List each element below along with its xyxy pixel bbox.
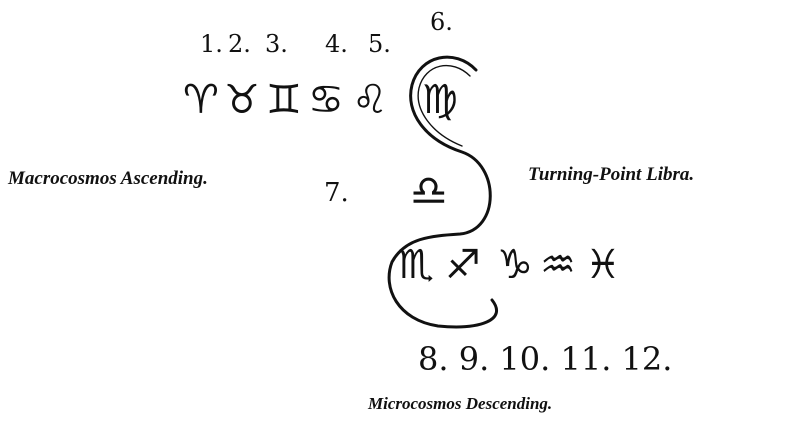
s-curve-path (387, 55, 499, 329)
cancer-sign: ♋ (308, 77, 344, 123)
number-5: 5. (368, 30, 391, 58)
aries-sign: ♈ (183, 77, 219, 123)
number-6: 6. (430, 8, 453, 36)
sagittarius-sign: ♐ (445, 242, 481, 288)
number-3: 3. (265, 30, 288, 58)
s-curve-inner-path (417, 64, 471, 147)
scorpio-sign: ♏ (398, 242, 434, 288)
gemini-sign: ♊ (266, 77, 302, 123)
capricorn-sign: ♑ (497, 242, 533, 288)
number-7: 7. (324, 178, 349, 208)
number-1: 1. (200, 30, 223, 58)
leo-sign: ♌ (352, 77, 388, 123)
libra-sign: ♎ (410, 166, 448, 215)
numbers-8-to-12: 8. 9. 10. 11. 12. (418, 340, 673, 378)
pisces-sign: ♓ (585, 242, 621, 288)
number-2: 2. (228, 30, 251, 58)
label-microcosmos-descending: Microcosmos Descending. (368, 394, 553, 413)
label-macrocosmos-ascending: Macrocosmos Ascending. (8, 168, 208, 189)
label-turning-point-libra: Turning-Point Libra. (528, 164, 695, 185)
taurus-sign: ♉ (224, 77, 260, 123)
virgo-sign: ♍ (422, 77, 458, 123)
aquarius-sign: ♒ (540, 242, 576, 288)
number-4: 4. (325, 30, 348, 58)
